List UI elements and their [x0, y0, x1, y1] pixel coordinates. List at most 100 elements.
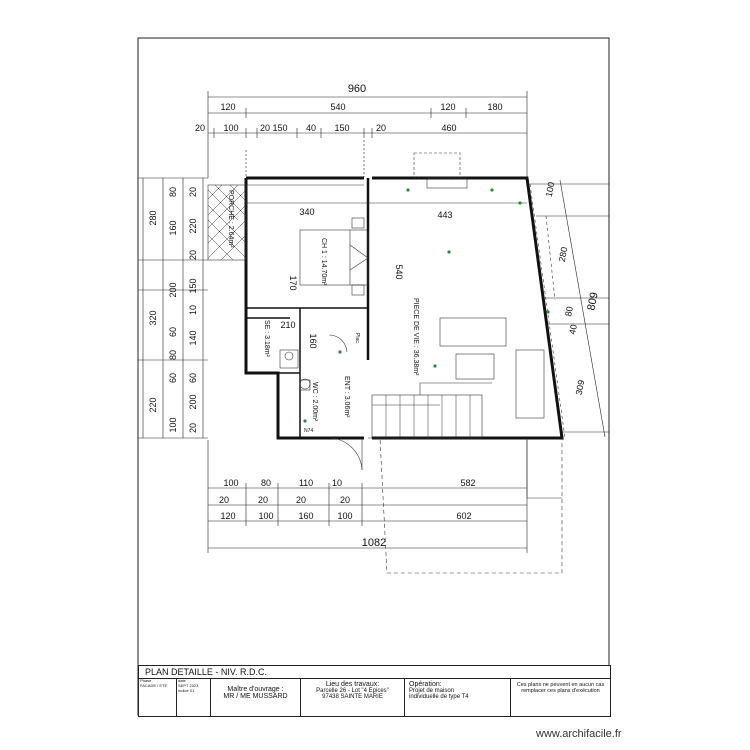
dim-bot2-a: 20	[219, 495, 229, 505]
dim-left-220: 220	[148, 397, 158, 412]
label-n74: N74	[304, 428, 313, 434]
dim-bot3-100a: 100	[258, 511, 273, 521]
site-line2: 97438 SAINTE MARIE	[322, 694, 383, 700]
dim-bot1-582: 582	[460, 478, 475, 488]
sheet-border	[137, 37, 610, 716]
dim-int-540: 540	[394, 264, 404, 279]
dim-top2-f: 150	[334, 123, 349, 133]
dim-bot2-d: 20	[340, 495, 350, 505]
operation-line1: Projet de maison	[409, 688, 455, 694]
dim-right-80: 80	[563, 306, 575, 318]
dim-bot1-110: 110	[299, 478, 313, 488]
dim-top1-c: 120	[440, 102, 455, 112]
dim-li-20c: 20	[188, 423, 198, 433]
operation-label: Opération:	[409, 681, 442, 688]
dim-top1-d: 180	[487, 102, 502, 112]
room-ch1: CH 1 : 14.70m²	[320, 238, 327, 286]
title-block: PLAN DETAILLE - NIV. R.D.C. Phase FACADE…	[138, 665, 611, 717]
dim-bot2-c: 20	[296, 495, 306, 505]
dim-top2-c: 20	[260, 123, 270, 133]
dim-left-10: 10	[188, 305, 198, 315]
dim-int-210: 210	[280, 320, 295, 330]
disclaimer-cell: Ces plans ne peuvent en aucun cas rempla…	[511, 678, 610, 716]
owner-cell: Maître d'ouvrage : MR / ME MUSSARD	[211, 678, 301, 716]
room-wc: WC : 2.00m²	[311, 382, 318, 422]
dim-left-320: 320	[148, 310, 158, 325]
dim-right-100: 100	[544, 181, 557, 198]
top-dimensions	[207, 91, 528, 178]
title-block-header: PLAN DETAILLE - NIV. R.D.C.	[139, 666, 610, 679]
dim-right-40: 40	[567, 324, 579, 336]
dim-top2-b: 100	[223, 123, 238, 133]
dim-int-160: 160	[308, 333, 318, 348]
meta-mid: date SEPT 2023 Indice 01	[177, 678, 211, 716]
dim-right-809: 809	[585, 291, 600, 311]
owner-label: Maître d'ouvrage :	[227, 686, 284, 693]
dim-li-60c: 60	[188, 373, 198, 383]
dim-li-60a: 60	[168, 327, 178, 337]
site-label: Lieu des travaux:	[325, 681, 380, 688]
dim-bot3-120: 120	[220, 511, 235, 521]
dim-1082: 1082	[362, 537, 386, 549]
dim-right-280: 280	[557, 246, 570, 263]
dim-li-100: 100	[168, 417, 178, 432]
room-ent: ENT : 3.06m²	[343, 376, 350, 418]
dim-li-160: 160	[168, 220, 178, 235]
meta-left-facade: FACADE / ETE	[140, 683, 168, 688]
dim-right-309: 309	[574, 379, 587, 396]
dim-bot3-602: 602	[456, 511, 471, 521]
meta-left: Phase FACADE / ETE	[139, 678, 177, 716]
dim-li-140: 140	[188, 330, 198, 345]
dim-bot3-160: 160	[298, 511, 313, 521]
label-placard: Plac.	[354, 333, 360, 344]
dim-left-280: 280	[148, 210, 158, 225]
bottom-dimensions	[207, 440, 528, 553]
walls	[244, 176, 564, 440]
room-se: SE : 3.18m²	[263, 320, 270, 358]
site-cell: Lieu des travaux: Parcelle 26 - Lot "4 E…	[301, 678, 405, 716]
dim-top2-h: 460	[441, 123, 456, 133]
room-piece-de-vie: PIECE DE VIE : 36.38m²	[412, 298, 419, 376]
operation-line2: individuelle de type T4	[409, 694, 469, 700]
plan-title: PLAN DETAILLE - NIV. R.D.C.	[145, 667, 268, 677]
dim-bot1-100: 100	[223, 478, 238, 488]
dim-top1-b: 540	[330, 102, 345, 112]
site-line1: Parcelle 26 - Lot "4 Epices"	[316, 688, 389, 694]
dim-top2-a: 20	[195, 123, 205, 133]
watermark: www.archifacile.fr	[536, 728, 622, 740]
interior-lines	[207, 152, 566, 574]
dim-bot2-b: 20	[258, 495, 268, 505]
dim-li-80: 80	[168, 187, 178, 197]
dim-960: 960	[348, 83, 366, 95]
dim-li-20b: 20	[188, 250, 198, 260]
dim-li-200: 200	[188, 394, 198, 409]
dim-top2-d: 150	[272, 123, 287, 133]
dim-li-80b: 80	[168, 350, 178, 360]
dim-top1-a: 120	[220, 102, 235, 112]
dim-top2-e: 40	[306, 123, 316, 133]
right-dimensions	[530, 179, 609, 438]
meta-mid-date-label: date	[178, 678, 186, 683]
dim-li-20a: 20	[188, 187, 198, 197]
owner-value: MR / ME MUSSARD	[223, 693, 288, 700]
meta-mid-index: Indice 01	[178, 688, 195, 693]
dim-bot1-10: 10	[332, 478, 342, 488]
meta-mid-date: SEPT 2023	[178, 683, 199, 688]
sockets	[303, 188, 550, 423]
dim-li-220: 220	[188, 218, 198, 233]
room-porche: PORCHE : 2.64m²	[227, 190, 234, 248]
disclaimer-text: Ces plans ne peuvent en aucun cas rempla…	[516, 682, 605, 694]
dim-li-150: 150	[188, 278, 198, 293]
dim-int-340: 340	[299, 207, 314, 217]
dim-int-170: 170	[288, 275, 298, 290]
dim-left-200: 200	[168, 282, 178, 297]
meta-left-phase: Phase	[140, 678, 152, 683]
operation-cell: Opération: Projet de maison individuelle…	[405, 678, 511, 716]
left-dimensions	[138, 177, 208, 439]
dim-int-443: 443	[437, 210, 452, 220]
dim-top2-g: 20	[376, 123, 386, 133]
dim-bot3-100b: 100	[337, 511, 352, 521]
dim-bot1-80: 80	[261, 478, 271, 488]
dim-li-60b: 60	[168, 373, 178, 383]
